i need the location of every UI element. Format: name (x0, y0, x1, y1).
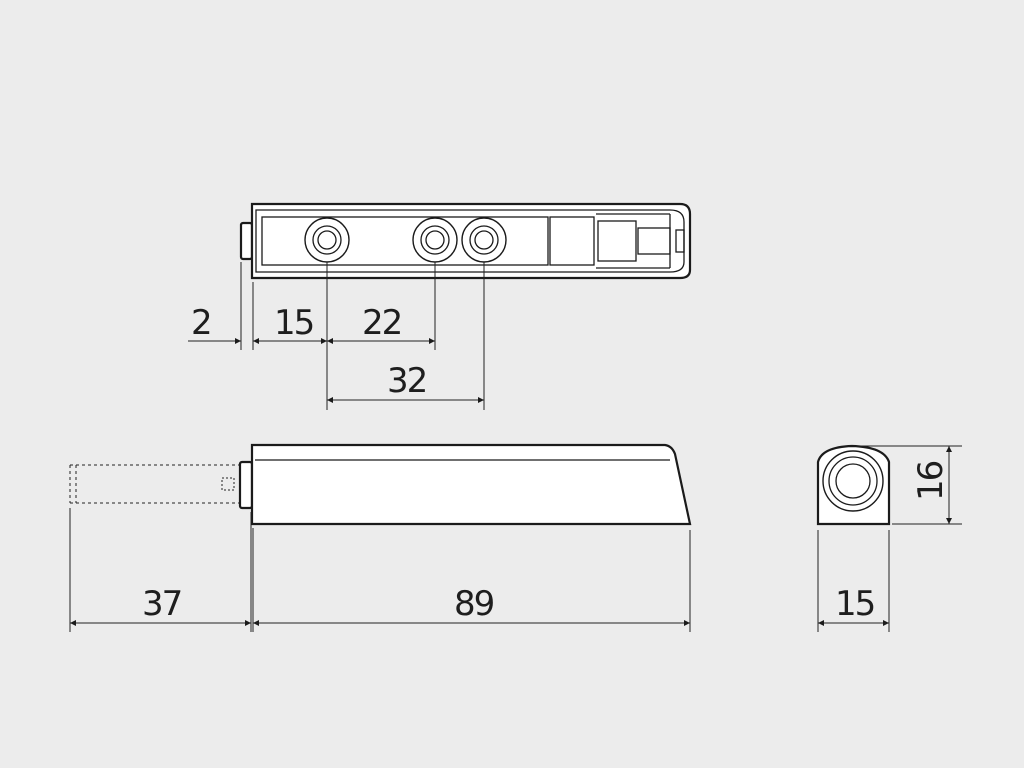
top-inner-frame (255, 209, 685, 273)
dimension-15-top: 15 (274, 303, 327, 344)
mounting-hole-3 (461, 217, 507, 263)
end-view (816, 444, 891, 526)
dimension-2: 2 (188, 303, 278, 344)
top-end-notch (675, 229, 685, 253)
side-view (69, 443, 692, 526)
dimension-37-label: 37 (142, 584, 181, 624)
top-view (239, 202, 692, 280)
dimension-89-label: 89 (454, 584, 494, 624)
dimension-2-label: 2 (191, 303, 211, 343)
dimension-15-side-label: 15 (835, 584, 874, 624)
side-end-cap (238, 460, 254, 510)
dimension-16-label: 16 (911, 461, 951, 501)
dimension-32-label: 32 (387, 361, 426, 401)
dimension-22-label: 22 (362, 303, 401, 343)
dimension-15-side: 15 (818, 584, 889, 626)
dimension-32: 32 (327, 361, 484, 403)
end-view-bore (822, 450, 884, 512)
dimension-22: 22 (327, 303, 435, 344)
top-latch-block (597, 220, 637, 262)
top-slot (549, 216, 595, 266)
mounting-hole-1 (304, 217, 350, 263)
plunger-extended (69, 464, 240, 504)
top-inner-channel (261, 216, 549, 266)
mounting-hole-2 (412, 217, 458, 263)
end-extension-lines (817, 445, 962, 632)
dimension-89: 89 (253, 584, 690, 626)
side-extension-lines (69, 508, 691, 632)
side-body (250, 443, 692, 526)
dimension-15-top-label: 15 (274, 303, 313, 343)
top-end-cap (239, 221, 254, 261)
dimension-37: 37 (70, 584, 251, 626)
dimension-16: 16 (911, 446, 952, 524)
